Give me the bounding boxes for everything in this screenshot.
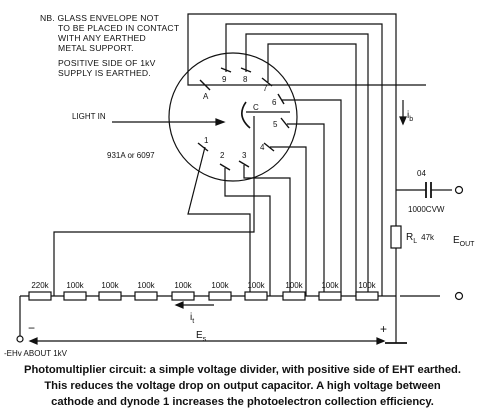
pin-label-8: 8 [243,75,248,84]
eht-label: -EHv ABOUT 1kV [4,349,68,358]
note-line: TO BE PLACED IN CONTACT [58,23,180,33]
capacitor-label: 04 [417,169,426,178]
divider-resistor-label: 100k [321,281,339,290]
pin-label-4: 4 [260,143,265,152]
pin-label-5: 5 [273,120,278,129]
minus-sign: − [28,321,35,335]
pin-label-2: 2 [220,151,225,160]
caption-line: Photomultiplier circuit: a simple voltag… [23,364,462,376]
load-resistor [390,225,402,249]
divider-current-symbol: i [190,312,192,323]
divider-current-subscript: t [192,318,194,325]
caption-line: This reduces the voltage drop on output … [44,380,441,392]
anode-current-symbol: i [407,110,409,121]
photocathode [241,101,251,129]
output-terminal-bottom [454,291,464,301]
output-voltage-subscript: OUT [460,241,476,248]
divider-resistor [171,291,195,301]
plus-sign: + [380,322,387,336]
divider-resistor-label: 100k [358,281,376,290]
output-terminal-top [454,185,464,195]
pin-label-anode: A [203,92,209,101]
divider-current-arrowhead [174,301,184,309]
pin-label-3: 3 [242,151,247,160]
tube-envelope [168,52,298,182]
supply-note-line: POSITIVE SIDE OF 1kV [58,58,156,68]
supply-voltage-label: Es [196,330,207,343]
dynode-stubs [197,67,290,171]
divider-resistor-label: 100k [137,281,155,290]
anode-current-arrowhead [399,116,407,126]
supply-voltage-subscript: s [203,336,207,343]
divider-current-label: it [190,312,194,325]
divider-resistor [355,291,379,301]
photomultiplier-circuit: 220k 100k 100k 100k 100k 100k 100k 100k 100k 100k… [4,13,475,358]
pin-label-9: 9 [222,75,227,84]
divider-resistor-label: 100k [66,281,84,290]
note-line: METAL SUPPORT. [58,43,134,53]
pin-label-cathode: C [253,103,259,112]
note-line: WITH ANY EARTHED [58,33,146,43]
electrode-wiring [53,13,397,296]
caption-line: cathode and dynode 1 increases the photo… [51,396,434,408]
divider-resistor [98,291,122,301]
load-resistor-subscript: L [413,238,417,245]
capacitor-rating-label: 1000CVW [408,205,445,214]
tube-type-label: 931A or 6097 [107,151,155,160]
divider-resistor [244,291,268,301]
load-resistor-value: 47k [421,233,435,242]
pin-label-1: 1 [204,136,209,145]
light-in-arrowhead [215,118,226,126]
divider-resistor [282,291,306,301]
divider-resistor-label: 100k [247,281,265,290]
divider-resistor-label: 220k [31,281,49,290]
supply-arrowhead-right [376,337,386,345]
divider-resistor [28,291,52,301]
note-line: NB. GLASS ENVELOPE NOT [40,13,160,23]
divider-resistor-label: 100k [211,281,229,290]
eht-terminal [16,335,24,343]
pin-label-7: 7 [263,84,268,93]
output-voltage-label: EOUT [453,235,475,248]
supply-voltage-symbol: E [196,330,203,341]
divider-resistor-label: 100k [285,281,303,290]
divider-resistor [318,291,342,301]
divider-resistor-label: 100k [174,281,192,290]
divider-resistor [63,291,87,301]
divider-resistor [208,291,232,301]
light-in-label: LIGHT IN [72,112,106,121]
anode-current-subscript: b [409,116,413,123]
figure-caption: Photomultiplier circuit: a simple voltag… [4,362,481,410]
load-resistor-label: RL 47k [406,232,435,245]
warning-note: NB. GLASS ENVELOPE NOT TO BE PLACED IN C… [40,13,180,78]
output-voltage-symbol: E [453,235,460,246]
pin-label-6: 6 [272,98,277,107]
anode-current-label: ib [407,110,413,123]
divider-resistor [134,291,158,301]
supply-arrowhead-left [28,337,38,345]
supply-note-line: SUPPLY IS EARTHED. [58,68,151,78]
divider-resistor-label: 100k [101,281,119,290]
load-resistor-symbol: R [406,232,413,243]
